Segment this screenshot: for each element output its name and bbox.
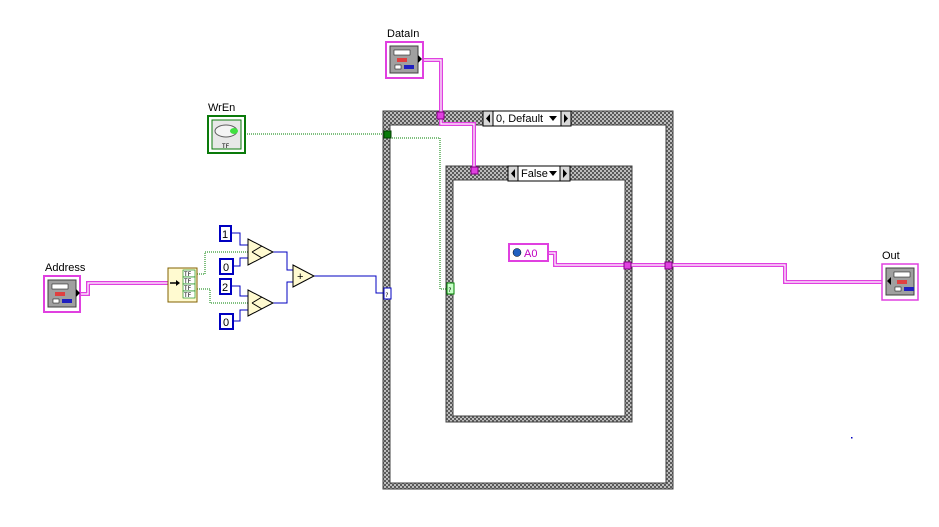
arrow-right-icon <box>176 280 180 286</box>
inner-case-selector[interactable]: False <box>507 165 571 182</box>
increment-arrow-icon[interactable] <box>563 169 567 178</box>
unbundle-item: TF <box>184 271 192 278</box>
constant-0-a[interactable]: 0 <box>219 258 234 275</box>
outer-selector-terminal[interactable]: ? <box>383 287 392 300</box>
unbundle-item: TF <box>184 278 192 285</box>
svg-text:0: 0 <box>223 262 229 274</box>
increment-arrow-icon[interactable] <box>564 114 568 123</box>
stray-dot <box>851 437 853 439</box>
select-node-bottom[interactable] <box>247 289 275 317</box>
datain-control[interactable] <box>385 41 424 79</box>
svg-text:0: 0 <box>223 317 229 329</box>
plus-icon: + <box>297 271 303 283</box>
svg-text:?: ? <box>385 292 389 299</box>
select-node-top[interactable] <box>247 238 275 266</box>
cluster-icon <box>887 277 891 285</box>
wren-tunnel[interactable] <box>383 130 392 139</box>
wren-label: WrEn <box>208 102 235 114</box>
inner-case-structure[interactable] <box>445 165 633 423</box>
int-wires[interactable] <box>231 232 385 322</box>
wren-wire[interactable] <box>245 133 447 290</box>
chevron-down-icon[interactable] <box>549 171 557 176</box>
wren-control[interactable]: TF <box>207 115 246 154</box>
datain-wire[interactable] <box>424 58 476 170</box>
inner-selector-terminal[interactable]: ? <box>446 282 455 295</box>
out-label: Out <box>882 250 900 262</box>
svg-text:A0: A0 <box>524 248 537 260</box>
datain-inner-tunnel[interactable] <box>470 166 479 175</box>
out-outer-tunnel[interactable] <box>664 261 673 270</box>
bool-wires[interactable] <box>197 251 249 304</box>
svg-text:TF: TF <box>222 143 230 150</box>
address-wire[interactable] <box>80 281 168 296</box>
constant-2[interactable]: 2 <box>219 278 232 295</box>
address-control[interactable] <box>43 275 81 313</box>
unbundle-item: TF <box>184 292 192 299</box>
chevron-down-icon[interactable] <box>549 116 557 121</box>
constant-0-b[interactable]: 0 <box>219 313 234 330</box>
unbundle-item: TF <box>184 285 192 292</box>
inner-cluster-constant[interactable]: A0 <box>508 243 549 262</box>
globe-icon <box>512 248 522 257</box>
address-label: Address <box>45 262 86 274</box>
out-indicator[interactable] <box>881 263 919 301</box>
select-icon <box>251 245 263 259</box>
svg-text:2: 2 <box>222 282 228 294</box>
add-node[interactable]: + <box>292 264 316 288</box>
decrement-arrow-icon[interactable] <box>486 114 490 123</box>
inner-case-label: False <box>521 168 548 180</box>
select-icon <box>251 296 263 310</box>
constant-1[interactable]: 1 <box>219 225 232 242</box>
outer-case-selector[interactable]: 0, Default <box>482 110 572 127</box>
out-inner-tunnel[interactable] <box>623 261 632 270</box>
unbundle-node[interactable]: TF TF TF TF <box>167 267 198 303</box>
decrement-arrow-icon[interactable] <box>511 169 515 178</box>
cluster-icon <box>418 55 422 63</box>
datain-tunnel[interactable] <box>436 111 445 120</box>
outer-case-label: 0, Default <box>496 113 543 125</box>
svg-text:?: ? <box>448 287 452 294</box>
svg-text:1: 1 <box>222 229 228 241</box>
cluster-icon <box>76 289 80 297</box>
datain-label: DataIn <box>387 28 419 40</box>
